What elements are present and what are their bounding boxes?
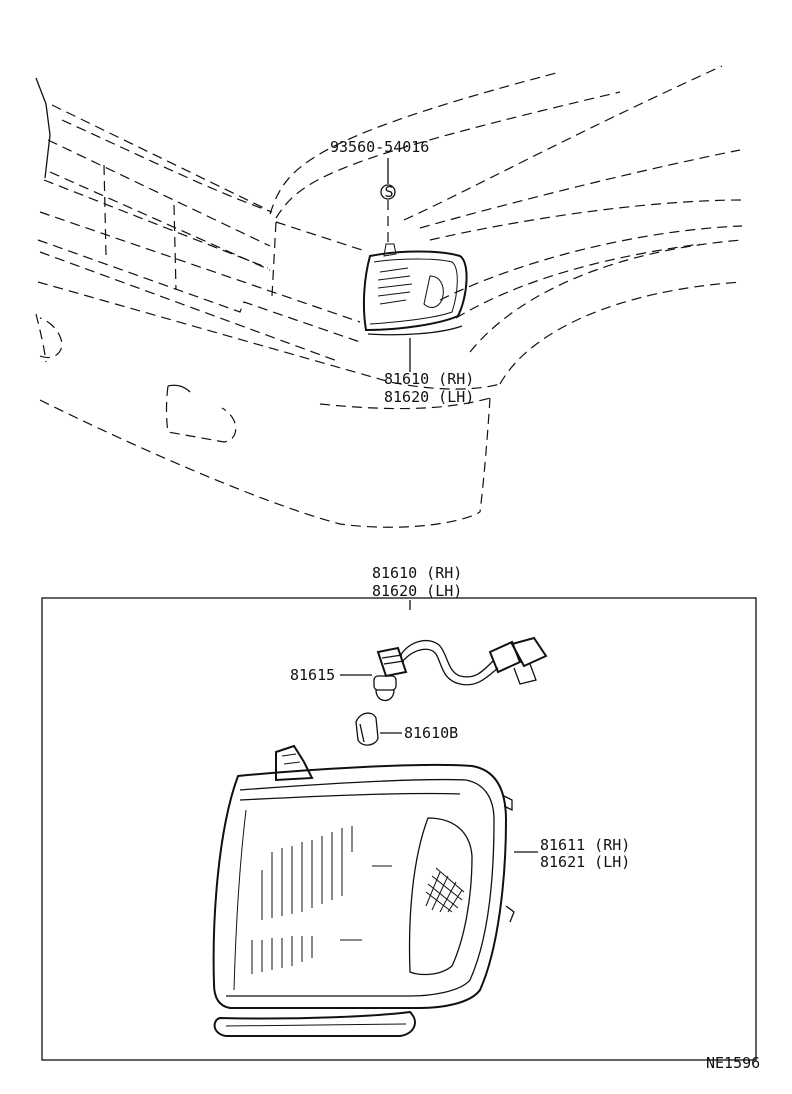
lamp-callout-upper: 81610 (RH) 81620 (LH): [384, 338, 474, 406]
lens-part-number-rh: 81611 (RH): [540, 836, 630, 854]
lens-part-number-lh: 81621 (LH): [540, 853, 630, 871]
lamp-part-number-rh-upper: 81610 (RH): [384, 370, 474, 388]
lens-housing: 81611 (RH) 81621 (LH): [212, 744, 630, 1037]
bulb: 81610B: [355, 712, 458, 746]
exploded-view-box: 81610 (RH) 81620 (LH): [41, 564, 757, 1061]
socket-part-number: 81615: [290, 666, 335, 684]
bolt-part-number: 93560-54016: [330, 138, 429, 156]
vehicle-front-outline: [35, 65, 743, 528]
diagram-id: NE1596: [706, 1054, 760, 1072]
lamp-part-number-lh-upper: 81620 (LH): [384, 388, 474, 406]
bolt-callout: S 93560-54016: [330, 138, 429, 246]
bolt-symbol-icon: [380, 184, 396, 200]
corner-lamp-installed: [362, 243, 468, 336]
assembly-part-number-rh: 81610 (RH): [372, 564, 462, 582]
bulb-part-number: 81610B: [404, 724, 458, 742]
socket-assembly: 81615: [290, 636, 548, 702]
bolt-symbol-label: S: [385, 183, 394, 201]
assembly-part-number-lh: 81620 (LH): [372, 582, 462, 600]
